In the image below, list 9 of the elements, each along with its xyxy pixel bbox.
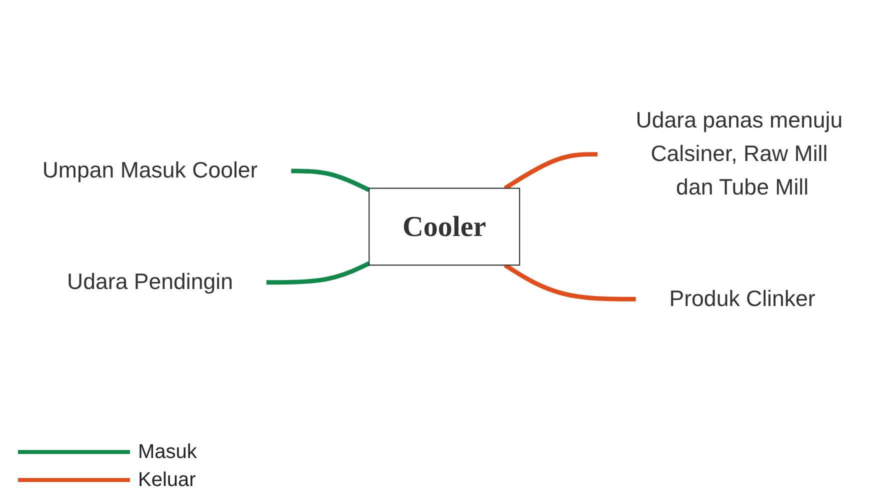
node-text: Umpan Masuk Cooler bbox=[42, 158, 258, 184]
legend-text: Keluar bbox=[138, 468, 196, 492]
node-text: Udara panas menuju Calsiner, Raw Mill dan Tube Mill bbox=[636, 108, 843, 200]
legend-text: Masuk bbox=[138, 440, 197, 464]
node-text: Udara Pendingin bbox=[67, 270, 233, 295]
connector bbox=[266, 261, 370, 285]
connector bbox=[291, 168, 370, 192]
node-box: Cooler bbox=[368, 188, 520, 266]
node-text: Produk Clinker bbox=[669, 286, 816, 312]
